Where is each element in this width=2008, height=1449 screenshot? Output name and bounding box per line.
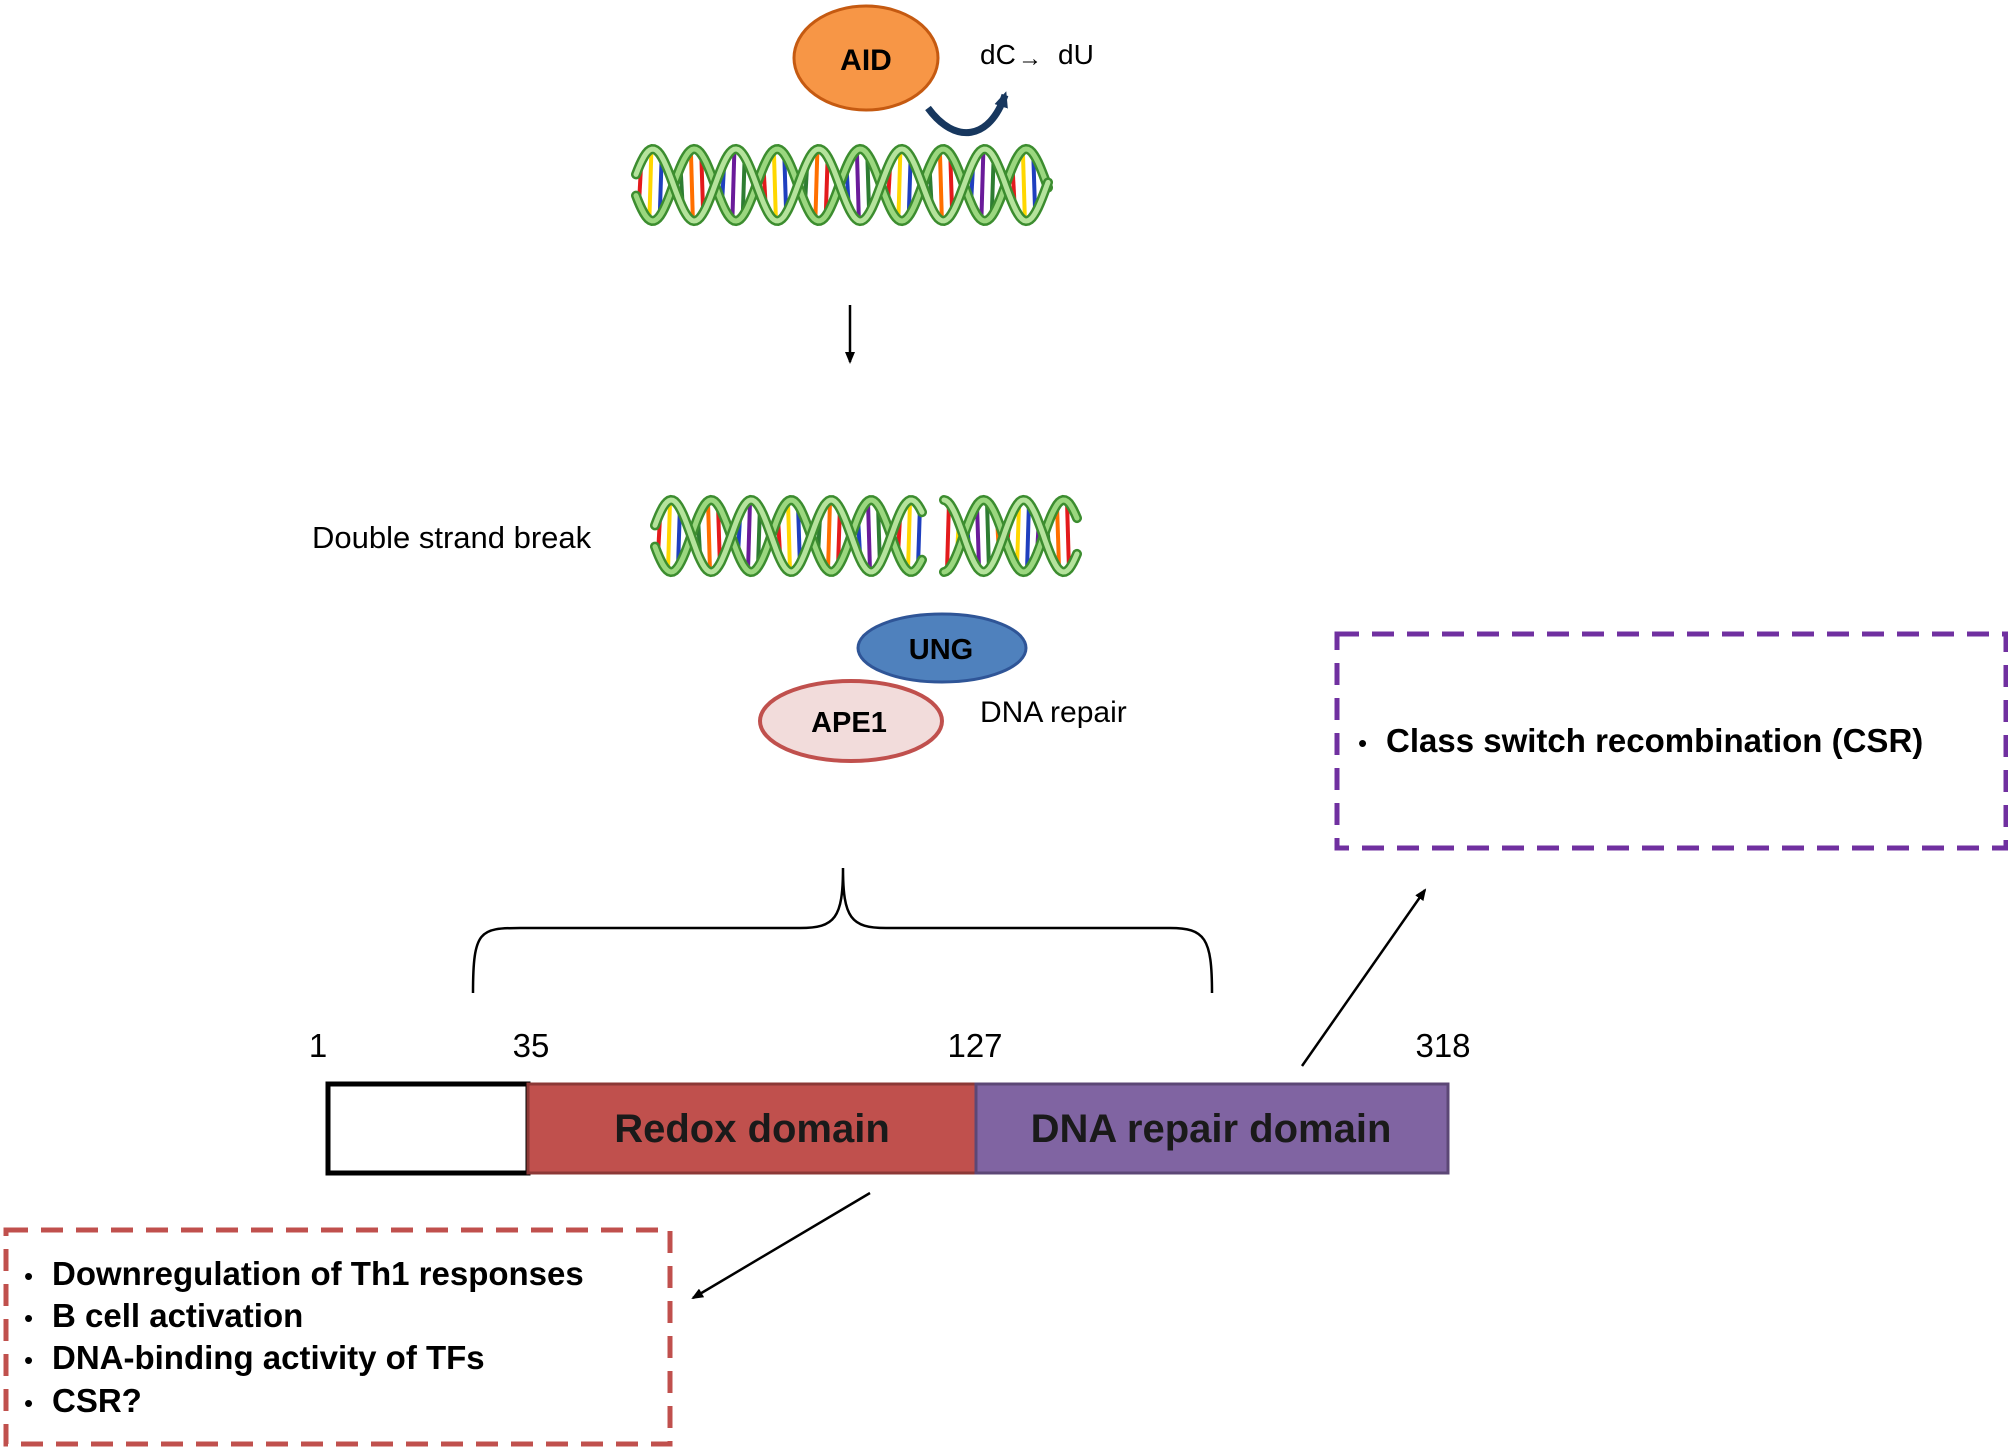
base-pair — [1020, 150, 1027, 220]
ung-label: UNG — [909, 634, 973, 666]
base-pair — [666, 501, 672, 571]
ung-protein: UNG — [856, 612, 1028, 684]
base-pair — [1065, 501, 1071, 571]
n-terminal-segment — [325, 1081, 531, 1176]
bullet: • — [24, 1261, 33, 1291]
ape1-protein: APE1 — [758, 679, 944, 763]
bullet: • — [1358, 728, 1367, 758]
base-pair — [896, 150, 903, 220]
dna-backbone-highlight — [633, 146, 1051, 224]
ape1-label: APE1 — [811, 707, 887, 739]
deamination-arrow — [925, 91, 1009, 137]
base-pair — [826, 501, 832, 571]
repair-functions-border — [1334, 631, 2008, 851]
base-pair — [688, 150, 695, 220]
base-pair — [786, 501, 792, 571]
double-strand-break-label: Double strand break — [312, 520, 592, 555]
aid-label: AID — [840, 44, 892, 77]
bullet: • — [24, 1303, 33, 1333]
repair-functions-box: • Class switch recombination (CSR) — [1334, 631, 2008, 851]
base-pair — [813, 150, 820, 220]
reaction-from: dC — [980, 39, 1016, 70]
curly-brace — [471, 867, 1214, 994]
ung-ellipse — [856, 612, 1028, 684]
redox-function-item: CSR? — [52, 1382, 142, 1419]
position-35: 35 — [513, 1027, 550, 1064]
base-pair — [979, 150, 986, 220]
reaction-arrow: → — [1018, 45, 1042, 72]
base-pair — [1055, 504, 1061, 568]
dna-backbone-highlight — [941, 497, 1080, 575]
aid-enzyme: AID — [792, 4, 940, 112]
aid-ellipse — [792, 4, 940, 112]
base-pair — [937, 150, 944, 220]
base-pair — [706, 501, 712, 571]
redox-function-item: DNA-binding activity of TFs — [52, 1339, 485, 1376]
base-pair — [730, 150, 737, 220]
dna-repair-label: DNA repair — [980, 696, 1127, 729]
base-pair — [945, 501, 951, 571]
dna-backbone-highlight — [652, 497, 925, 575]
ape1-ellipse — [758, 679, 944, 763]
bullet: • — [24, 1345, 33, 1375]
position-127: 127 — [947, 1027, 1002, 1064]
redox-domain-label: Redox domain — [614, 1107, 890, 1151]
repair-function-item: Class switch recombination (CSR) — [1386, 722, 1923, 759]
base-pair — [906, 501, 912, 571]
base-pair — [771, 150, 778, 220]
dna-helix-break-left — [650, 494, 927, 578]
base-pair — [647, 150, 654, 220]
redox-function-item: B cell activation — [52, 1297, 303, 1334]
base-pair — [866, 501, 872, 571]
redox-arrow — [691, 1191, 871, 1300]
base-pair — [854, 150, 861, 220]
reaction-to: dU — [1058, 39, 1094, 70]
base-pair — [1025, 501, 1031, 571]
position-1: 1 — [309, 1027, 327, 1064]
base-pair — [746, 501, 752, 571]
base-pair — [975, 504, 981, 568]
dna-helix-break-right — [939, 494, 1082, 578]
dna-backbone-highlight — [652, 497, 925, 575]
dna-repair-domain — [974, 1082, 1450, 1175]
dna-repair-domain-label: DNA repair domain — [1031, 1107, 1392, 1151]
redox-functions-border — [3, 1227, 673, 1447]
repair-arrow — [1300, 888, 1427, 1067]
base-pair — [985, 501, 991, 571]
bullet: • — [24, 1388, 33, 1418]
position-318: 318 — [1415, 1027, 1470, 1064]
dna-helix-top — [631, 143, 1053, 227]
base-pair — [1015, 504, 1021, 568]
redox-functions-box: • Downregulation of Th1 responses • B ce… — [3, 1227, 673, 1447]
redox-function-item: Downregulation of Th1 responses — [52, 1255, 584, 1292]
domain-bar: Redox domain DNA repair domain — [325, 1081, 1450, 1176]
